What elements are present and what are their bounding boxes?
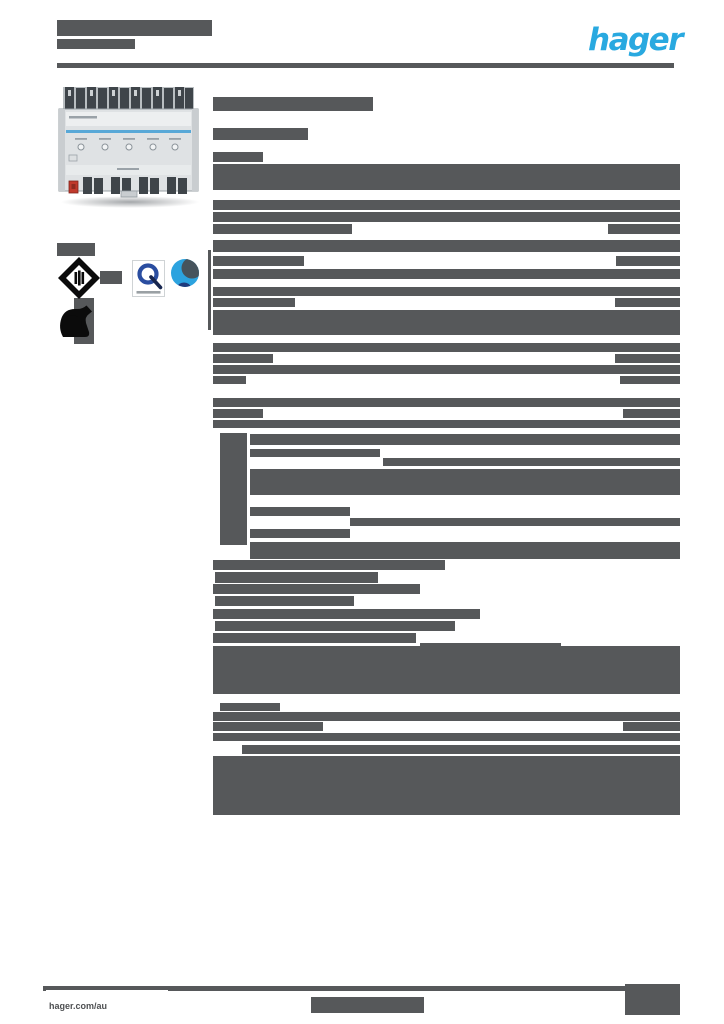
redacted-text-bar <box>213 256 304 266</box>
redacted-text-bar <box>215 572 378 583</box>
redacted-text-bar <box>250 469 680 495</box>
product-photo <box>57 85 200 204</box>
redacted-text-bar <box>213 409 263 418</box>
redacted-text-bar <box>213 269 680 279</box>
redacted-text-bar <box>213 287 680 296</box>
appliance-pictogram-icon <box>55 301 97 348</box>
footer-right-block-redacted <box>625 984 680 1015</box>
product-title-redacted <box>213 97 373 111</box>
redacted-text-bar <box>623 409 680 418</box>
redacted-text-bar <box>213 200 680 210</box>
redacted-text-bar <box>213 609 480 619</box>
footer-rule <box>43 986 680 991</box>
redacted-text-bar <box>213 298 295 307</box>
redacted-text-bar <box>213 376 246 384</box>
redacted-text-bar <box>220 703 280 711</box>
footer-site-box: hager.com/au <box>46 990 168 1020</box>
redacted-text-bar <box>213 733 680 741</box>
redacted-text-bar <box>213 343 680 352</box>
redacted-text-bar <box>242 745 680 754</box>
redacted-text-bar <box>213 712 680 721</box>
redacted-text-bar <box>250 434 680 445</box>
quality-q-badge-icon <box>132 260 165 302</box>
redacted-text-bar <box>213 365 680 374</box>
left-border-rule <box>208 250 211 330</box>
redacted-text-bar <box>213 310 680 335</box>
redacted-text-bar <box>213 584 420 594</box>
redacted-text-bar <box>213 152 263 162</box>
redacted-text-bar <box>213 420 680 428</box>
doc-title-line-2 <box>57 39 135 49</box>
redacted-text-bar <box>213 398 680 407</box>
redacted-text-bar <box>213 633 416 643</box>
globe-badge-icon <box>170 258 201 295</box>
redacted-text-bar <box>213 240 680 252</box>
redacted-text-bar <box>623 722 680 731</box>
redacted-text-bar <box>383 458 680 466</box>
redacted-text-bar <box>615 354 680 363</box>
redacted-text-bar <box>616 256 680 266</box>
redacted-text-bar <box>215 621 455 631</box>
diamond-approval-mark-icon <box>57 256 101 305</box>
redacted-text-bar <box>213 646 680 694</box>
doc-title-line-1 <box>57 20 212 36</box>
product-reference-redacted <box>213 128 308 140</box>
redacted-text-bar <box>213 224 352 234</box>
redacted-text-bar <box>250 529 350 538</box>
redacted-text-bar <box>215 596 354 606</box>
header-rule <box>57 63 674 68</box>
redacted-text-bar <box>213 756 680 815</box>
redacted-text-bar <box>615 298 680 307</box>
footer-site-link[interactable]: hager.com/au <box>49 1001 108 1011</box>
footer-center-text-redacted <box>311 997 424 1013</box>
redacted-text-bar <box>620 376 680 384</box>
ce-mark-redacted <box>100 271 122 284</box>
redacted-text-bar <box>213 722 323 731</box>
redacted-text-bar <box>608 224 680 234</box>
redacted-text-bar <box>213 560 445 570</box>
redacted-text-bar <box>250 507 350 516</box>
redacted-text-bar <box>213 164 680 190</box>
approvals-caption-redacted <box>57 243 95 256</box>
redacted-text-bar <box>250 449 380 457</box>
product-photo-shadow <box>60 196 200 208</box>
redacted-text-bar <box>213 354 273 363</box>
din-rail-actuator-image <box>58 87 199 198</box>
redacted-text-bar <box>250 542 680 559</box>
redacted-text-bar <box>213 212 680 222</box>
redacted-text-bar <box>220 433 247 545</box>
hager-logo: hager <box>588 22 684 58</box>
redacted-text-bar <box>350 518 680 526</box>
